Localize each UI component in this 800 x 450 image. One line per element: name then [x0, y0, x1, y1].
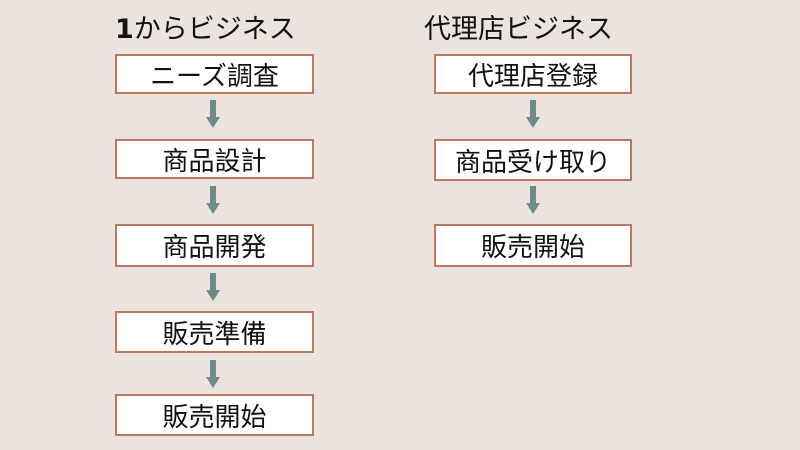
arrow-down-icon: [526, 100, 540, 128]
left-step-3: 商品開発: [115, 224, 314, 267]
left-step-5: 販売開始: [115, 394, 314, 436]
arrow-down-icon: [206, 273, 220, 301]
arrow-down-icon: [206, 100, 220, 128]
left-title-text: からビジネス: [133, 14, 296, 45]
left-step-4: 販売準備: [115, 311, 314, 353]
right-step-1: 代理店登録: [434, 54, 632, 94]
left-step-1: ニーズ調査: [115, 54, 314, 94]
arrow-down-icon: [526, 186, 540, 214]
arrow-down-icon: [206, 186, 220, 214]
left-column-title: 1からビジネス: [115, 16, 296, 43]
left-step-2: 商品設計: [115, 139, 314, 179]
right-column-title: 代理店ビジネス: [424, 14, 613, 45]
arrow-down-icon: [206, 360, 220, 388]
left-title-number: 1: [115, 14, 134, 45]
right-step-2: 商品受け取り: [434, 139, 632, 181]
right-step-3: 販売開始: [434, 224, 632, 267]
